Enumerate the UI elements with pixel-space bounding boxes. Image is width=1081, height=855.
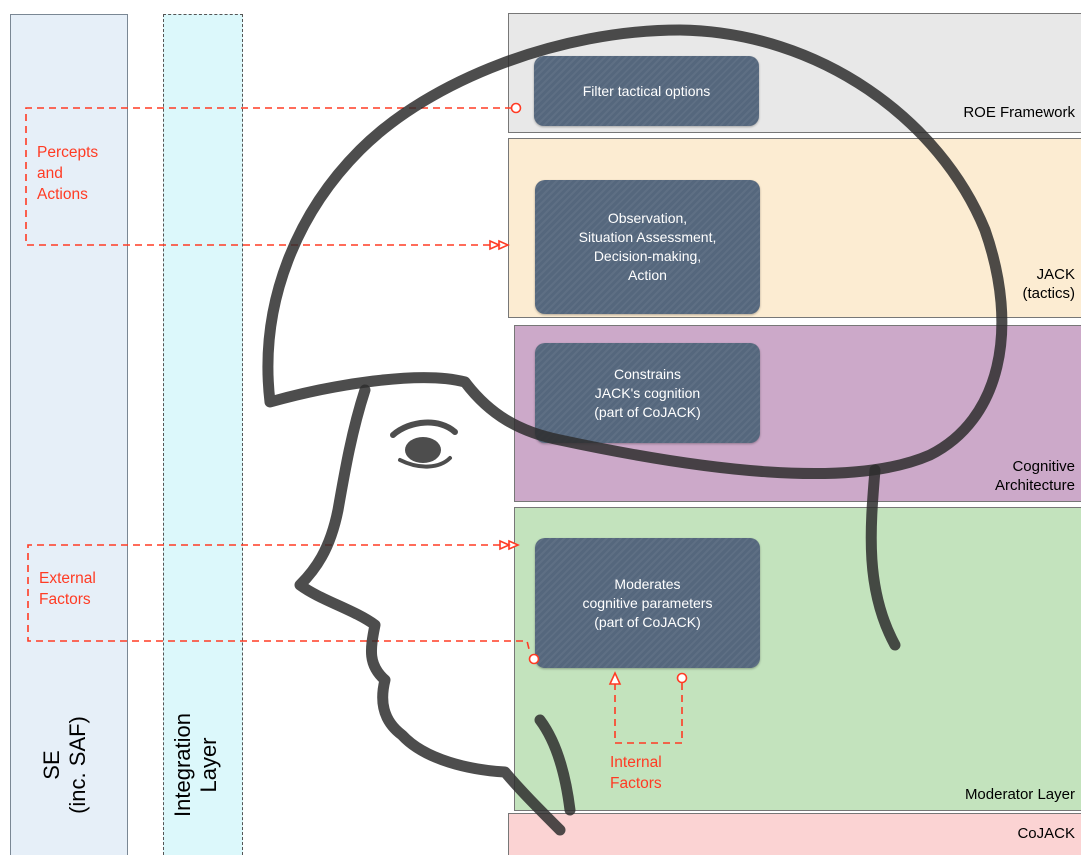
- face-profile-icon: [294, 384, 566, 836]
- moderator-layer-label: Moderator Layer: [964, 786, 1075, 803]
- filter-tactical-options-box: Filter tactical options: [534, 56, 759, 126]
- se-column: SE (inc. SAF): [10, 14, 128, 855]
- jaw-line-icon: [534, 714, 576, 816]
- soldier-head-sketch: [262, 24, 1008, 836]
- internal-connector: [614, 683, 683, 744]
- helmet-dome-icon: [262, 24, 1008, 479]
- percepts-arrowhead: [489, 239, 510, 251]
- internal-factors-label: Internal Factors: [610, 754, 662, 792]
- percepts-and-actions-label: Percepts and Actions: [37, 144, 99, 203]
- external-connector: [27, 544, 531, 654]
- observation-box: Observation, Situation Assessment, Decis…: [535, 180, 760, 314]
- back-of-head-icon: [865, 464, 901, 651]
- integration-layer-column: Integration Layer: [163, 14, 243, 855]
- roe-framework-label: ROE Framework: [963, 104, 1075, 121]
- eye-icon: [390, 419, 458, 469]
- cognitive-architecture-label: Cognitive Architecture: [994, 458, 1075, 494]
- percepts-connector: [25, 107, 512, 246]
- external-connector-endpoint: [528, 653, 540, 665]
- external-arrowhead: [499, 539, 520, 551]
- cojack-band: CoJACK: [508, 813, 1081, 855]
- constrains-cognition-box: Constrains JACK's cognition (part of CoJ…: [535, 343, 760, 443]
- moderates-parameters-box: Moderates cognitive parameters (part of …: [535, 538, 760, 668]
- filter-connector-endpoint: [510, 102, 522, 114]
- internal-connector-endpoint: [676, 672, 688, 684]
- jack-label: JACK (tactics): [1022, 266, 1076, 302]
- cojack-label: CoJACK: [1017, 825, 1075, 842]
- external-factors-label: External Factors: [39, 570, 96, 608]
- internal-arrowhead: [608, 671, 622, 685]
